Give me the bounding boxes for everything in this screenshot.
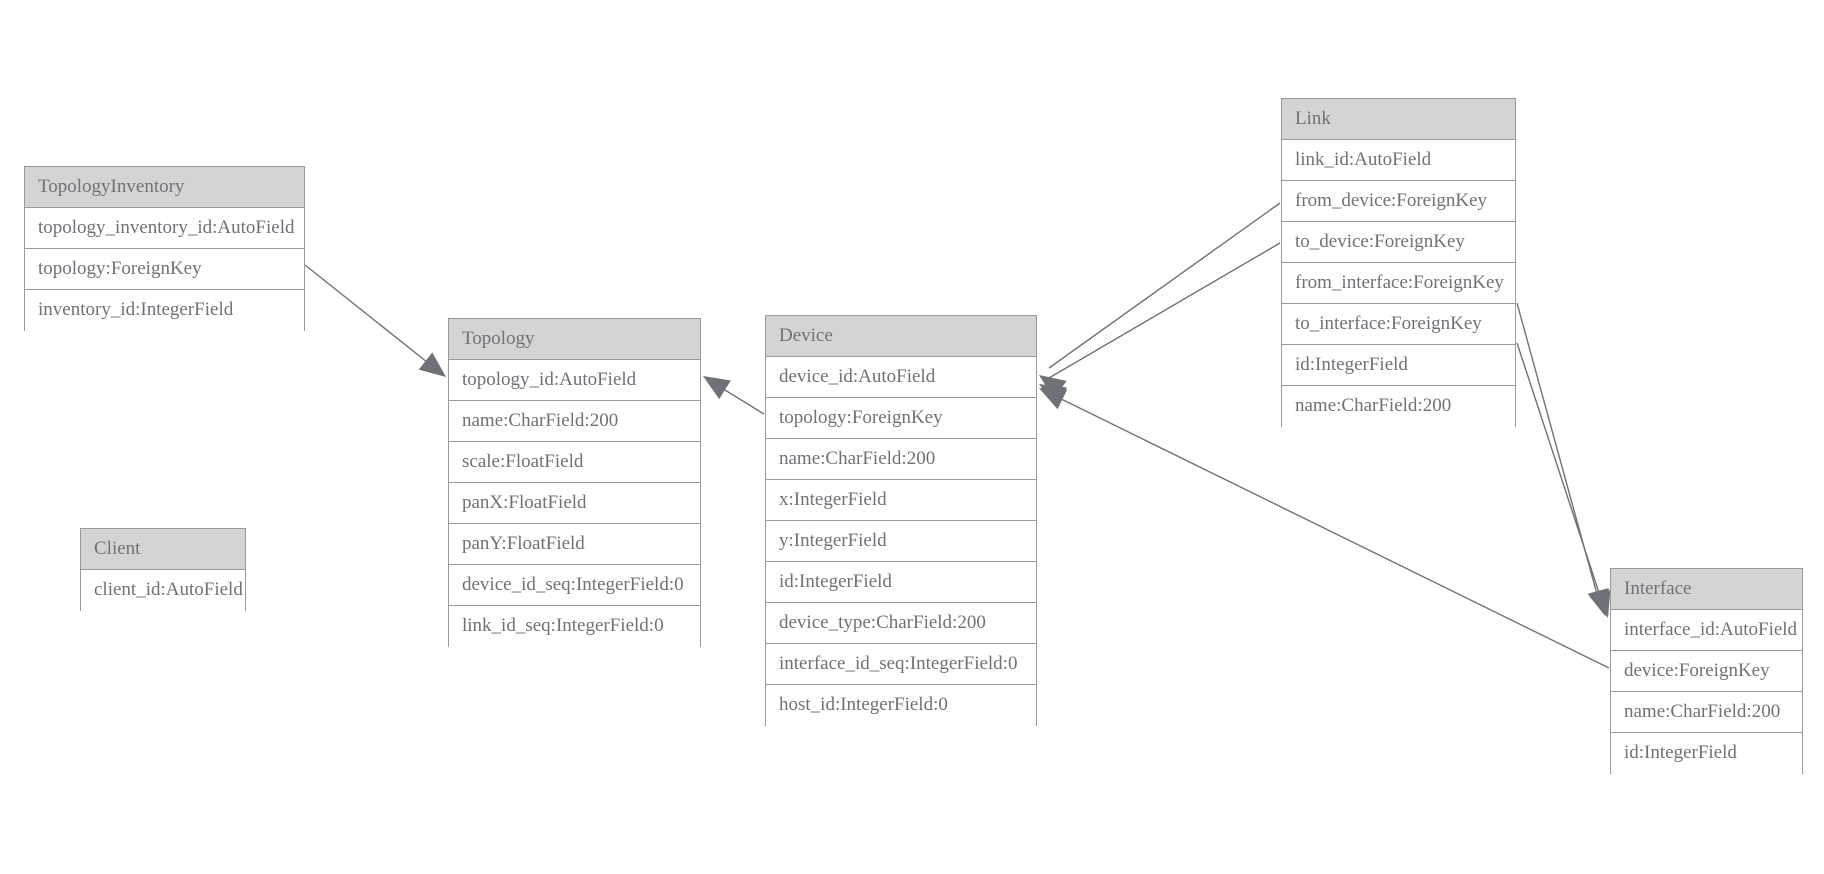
rel-device-topology [703, 376, 765, 415]
entity-field: device_id:AutoField [766, 357, 1036, 398]
entity-field: topology:ForeignKey [25, 249, 304, 290]
arrowhead [1039, 384, 1068, 407]
rel-link-from-interface [1516, 302, 1609, 616]
entity-field: device:ForeignKey [1611, 651, 1802, 692]
rel-link-from-device [1039, 202, 1281, 399]
entity-field: to_device:ForeignKey [1282, 222, 1515, 263]
entity-field: name:CharField:200 [1611, 692, 1802, 733]
entity-field: id:IntegerField [766, 562, 1036, 603]
rel-link-to-device [1039, 242, 1281, 407]
entity-field: topology_inventory_id:AutoField [25, 208, 304, 249]
entity-field: id:IntegerField [1611, 733, 1802, 774]
entity-field: interface_id:AutoField [1611, 610, 1802, 651]
entity-field: host_id:IntegerField:0 [766, 685, 1036, 726]
entity-field: inventory_id:IntegerField [25, 290, 304, 331]
entity-field: id:IntegerField [1282, 345, 1515, 386]
entity-field: panX:FloatField [449, 483, 700, 524]
entity-title-topologyinventory: TopologyInventory [25, 167, 304, 208]
entity-field: from_interface:ForeignKey [1282, 263, 1515, 304]
entity-field: name:CharField:200 [766, 439, 1036, 480]
entity-field: device_type:CharField:200 [766, 603, 1036, 644]
rel-link-to-interface [1516, 342, 1611, 618]
rel-topologyinventory-topology [304, 264, 446, 377]
entity-field: device_id_seq:IntegerField:0 [449, 565, 700, 606]
entity-field: to_interface:ForeignKey [1282, 304, 1515, 345]
entity-field: topology:ForeignKey [766, 398, 1036, 439]
arrowhead [1039, 388, 1068, 410]
entity-field: name:CharField:200 [449, 401, 700, 442]
arrowhead [703, 376, 731, 400]
entity-field: scale:FloatField [449, 442, 700, 483]
entity-title-topology: Topology [449, 319, 700, 360]
entity-field: panY:FloatField [449, 524, 700, 565]
entity-field: client_id:AutoField [81, 570, 245, 611]
entity-title-interface: Interface [1611, 569, 1802, 610]
entity-field: name:CharField:200 [1282, 386, 1515, 427]
entity-title-device: Device [766, 316, 1036, 357]
entity-field: link_id:AutoField [1282, 140, 1515, 181]
arrowhead [1039, 375, 1067, 399]
entity-title-client: Client [81, 529, 245, 570]
entity-field: interface_id_seq:IntegerField:0 [766, 644, 1036, 685]
entity-title-link: Link [1282, 99, 1515, 140]
entity-field: link_id_seq:IntegerField:0 [449, 606, 700, 647]
entity-field: x:IntegerField [766, 480, 1036, 521]
entity-field: from_device:ForeignKey [1282, 181, 1515, 222]
entity-field: y:IntegerField [766, 521, 1036, 562]
entity-field: topology_id:AutoField [449, 360, 700, 401]
